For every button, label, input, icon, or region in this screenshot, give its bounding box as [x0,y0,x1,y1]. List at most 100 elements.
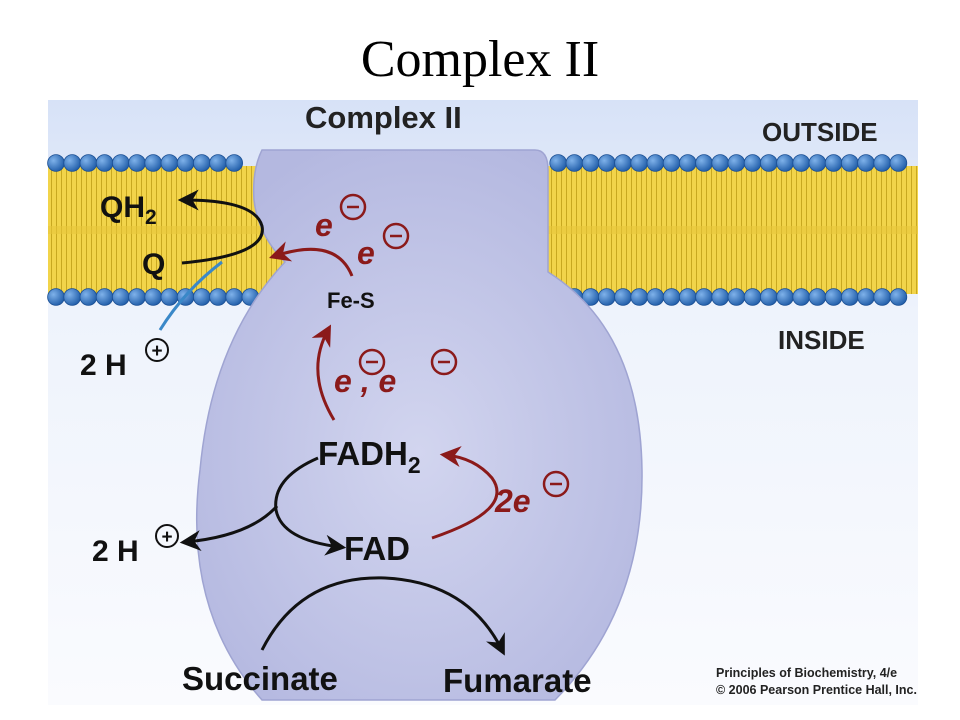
lipid-head [776,288,794,306]
fad-to-fadh2-arrow [431,446,499,540]
lipid-head [695,154,713,172]
lipid-head [47,288,65,306]
lipid-head [209,154,227,172]
lipid-head [630,154,648,172]
lipid-head [711,154,729,172]
q-label: Q [142,248,165,281]
lipid-head [695,288,713,306]
lipid-head [678,288,697,306]
fes-to-q-arrow [269,241,354,277]
lipid-head [727,288,746,306]
lipid-head [727,154,746,172]
lipid-head [759,154,778,172]
lipid-head [225,288,244,306]
electron-charge-icon-1 [339,193,367,221]
lipid-head [160,288,179,306]
two-electrons-label: 2e [494,483,531,519]
lipid-head [112,154,130,172]
lipid-head [193,288,211,306]
lipid-head [614,288,632,306]
qh2-label: QH2 [100,191,157,229]
lipid-head [889,288,908,306]
lipid-head [176,154,195,172]
fad-label: FAD [344,530,410,567]
proton-charge-icon-upper: + [145,338,169,362]
inside-label: INSIDE [778,325,865,355]
lipid-head [792,288,810,306]
fe-s-label: Fe-S [327,288,375,313]
lipid-head [808,154,827,172]
fadh2-to-fad-arrow [274,456,347,556]
lipid-head [776,154,794,172]
lipid-head [678,154,697,172]
lipid-head [193,154,211,172]
lipid-head [711,288,729,306]
lipid-head [840,154,859,172]
lipid-head [144,154,163,172]
lipid-head [857,154,875,172]
lipid-head [160,154,179,172]
lipid-head [743,154,762,172]
lipid-head [840,288,859,306]
lipid-head [597,288,616,306]
proton-charge-icon-lower: + [155,524,179,548]
lipid-head [808,288,827,306]
proton-uptake-line [158,260,223,331]
lipid-head [549,154,567,172]
slide-title: Complex II [360,31,600,88]
lipid-head [112,288,130,306]
membrane-heads-outer [47,154,908,172]
succinate-label: Succinate [182,660,338,697]
membrane-heads-inner [47,288,908,306]
electron-label-2: e [357,235,375,271]
protons-lower-label: 2 H [92,535,139,568]
electron-pair-label: e , e [334,363,396,399]
lipid-head [759,288,778,306]
lipid-head [565,154,584,172]
lipid-head [630,288,648,306]
electron-charge-icon-5 [542,470,570,498]
lipid-head [614,154,632,172]
fadh2-label: FADH2 [318,435,421,478]
lipid-head [873,154,891,172]
svg-text:+: + [161,527,172,548]
lipid-head [63,288,81,306]
proton-release-arrow [179,504,279,552]
lipid-head [209,288,227,306]
lipid-head [144,288,163,306]
lipid-head [225,154,244,172]
lipid-head [662,154,681,172]
complex-label: Complex II [305,100,462,135]
succinate-to-fumarate-arrow [260,576,505,656]
lipid-head [824,154,843,172]
electron-charge-icon-2 [382,222,410,250]
q-to-qh2-arrow [177,189,264,265]
lipid-head [95,288,114,306]
fumarate-label: Fumarate [443,662,592,699]
lipid-head [47,154,65,172]
lipid-head [597,154,616,172]
lipid-head [646,154,665,172]
lipid-head [581,154,600,172]
electron-charge-icon-3 [358,348,386,376]
lipid-head [79,288,98,306]
protons-membrane-label: 2 H [80,349,127,382]
lipid-head [95,154,114,172]
lipid-head [792,154,810,172]
electron-charge-icon-4 [430,348,458,376]
electron-label-1: e [315,207,333,243]
lipid-head [63,154,81,172]
outside-label: OUTSIDE [762,117,878,147]
lipid-head [128,154,146,172]
svg-text:+: + [151,341,162,362]
lipid-head [824,288,843,306]
credit-copyright: © 2006 Pearson Prentice Hall, Inc. [716,683,917,697]
lipid-head [743,288,762,306]
credit-book: Principles of Biochemistry, 4/e [716,666,898,680]
lipid-head [662,288,681,306]
lipid-head [79,154,98,172]
lipid-head [873,288,891,306]
lipid-head [857,288,875,306]
lipid-head [646,288,665,306]
